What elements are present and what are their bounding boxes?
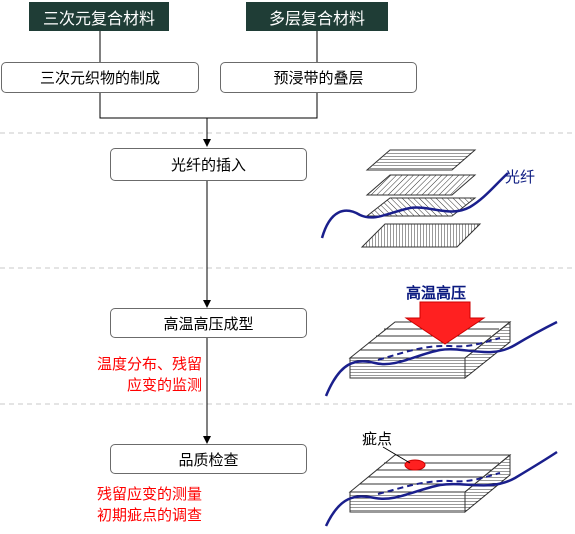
fiber-embedded-2 (377, 337, 501, 361)
step-quality-inspection: 品质检查 (110, 444, 307, 474)
inspection-illustration (348, 446, 512, 514)
optical-fiber-2 (324, 320, 558, 397)
defect-leader (382, 446, 411, 464)
label-optical-fiber: 光纤 (505, 168, 536, 186)
note-measurement-line2: 初期疵点的调查 (96, 506, 202, 524)
label-defect: 疵点 (362, 430, 393, 448)
label-high-temp-pressure: 高温高压 (406, 284, 467, 302)
merge-connector (99, 93, 318, 119)
pressure-arrow (404, 301, 486, 345)
step-high-temp-molding: 高温高压成型 (110, 308, 307, 338)
optical-fiber-3 (324, 450, 558, 527)
note-monitoring-line2: 应变的监测 (126, 376, 202, 394)
header-multilayer-composite: 多层复合材料 (246, 2, 388, 31)
optical-fiber-1 (320, 172, 509, 239)
layer-stack-illustration (360, 149, 482, 248)
header-3d-composite: 三次元复合材料 (29, 2, 169, 31)
fiber-embedded-3 (377, 472, 501, 495)
note-measurement: 残留应变的测量 初期疵点的调查 (40, 484, 202, 526)
step-weave-fabric: 三次元织物的制成 (1, 62, 199, 93)
step-fiber-insertion: 光纤的插入 (110, 148, 307, 181)
note-measurement-line1: 残留应变的测量 (96, 485, 202, 503)
molding-illustration (348, 301, 512, 380)
step-prepreg-layup: 预浸带的叠层 (220, 62, 417, 93)
note-monitoring: 温度分布、残留 应变的监测 (40, 354, 202, 396)
note-monitoring-line1: 温度分布、残留 (96, 355, 202, 373)
